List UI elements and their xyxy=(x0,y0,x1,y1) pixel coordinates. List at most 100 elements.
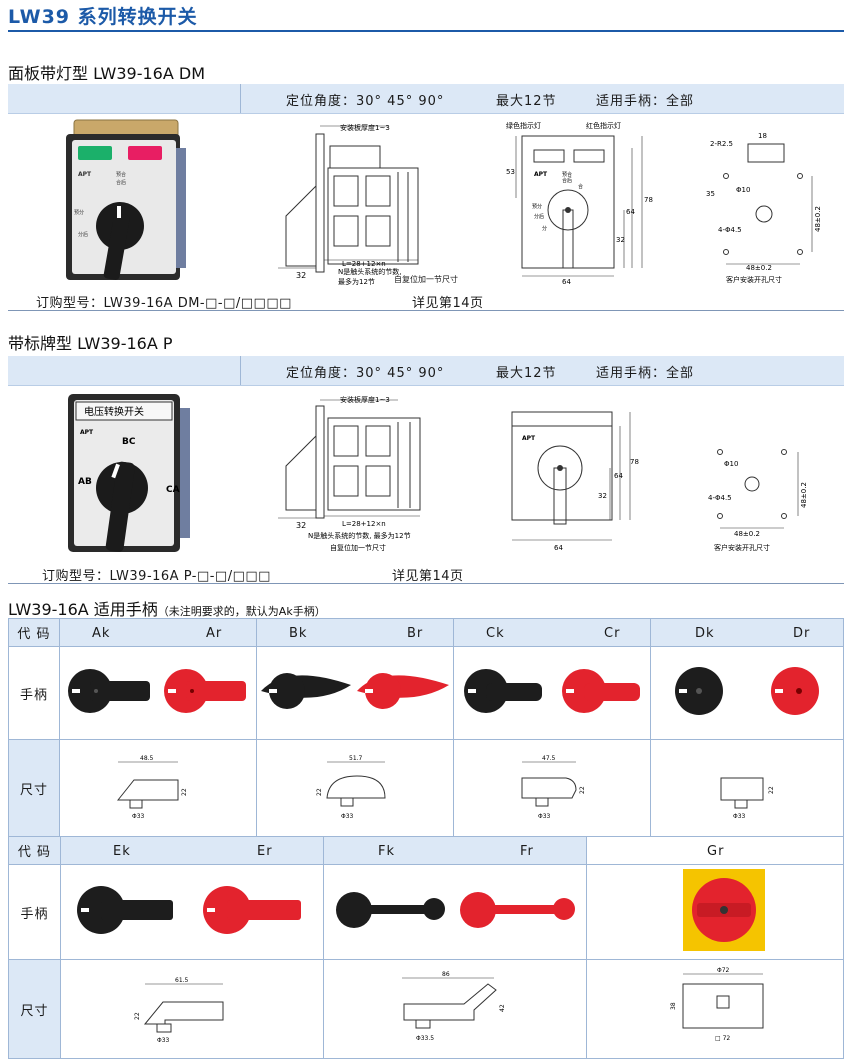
size-d-dia: Φ33 xyxy=(733,813,746,820)
section1-hole-phi10: Φ10 xyxy=(736,186,750,194)
size-d-drawing: 22 Φ33 xyxy=(720,777,775,820)
handle-cell-d xyxy=(650,646,844,740)
section2-hole-caption: 客户安装开孔尺寸 xyxy=(714,543,770,552)
section1-note2: 最多为12节 xyxy=(338,277,375,286)
section1-order-code: 订购型号：LW39-16A DM-□-□/□□□□ xyxy=(36,296,292,311)
code-ek: Ek xyxy=(113,844,131,859)
section2-photo-nameplate: 电压转换开关 xyxy=(84,405,144,418)
section2-hole-dim48h: 48±0.2 xyxy=(734,530,760,538)
size-e-drawing: 61.5 22 Φ33 xyxy=(134,977,224,1044)
section1-note1: N是触头系统的节数, xyxy=(338,267,401,276)
section2-product-photo: 电压转换开关 APT BC AB CA xyxy=(68,394,190,552)
section2-photo-bc: BC xyxy=(122,437,136,447)
size-f-drawing: 86 42 Φ33.5 xyxy=(402,971,506,1042)
section2-see-page: 详见第14页 xyxy=(392,569,464,584)
section1-hole-caption: 客户安装开孔尺寸 xyxy=(726,275,782,284)
table1-handle-label: 手柄 xyxy=(8,646,60,740)
section1-product-photo: APT 预合 合后 预分 分后 xyxy=(66,119,186,280)
handle-cell-b xyxy=(256,646,454,740)
title-rule xyxy=(8,30,844,32)
handle-cell-e xyxy=(60,864,324,960)
section2-order-code: 订购型号：LW39-16A P-□-□/□□□ xyxy=(42,569,271,584)
handle-cell-g xyxy=(586,864,844,960)
code-cr: Cr xyxy=(604,626,621,641)
section2-spec-angle: 定位角度：30° 45° 90° xyxy=(286,366,445,381)
handle-c-drawing xyxy=(464,669,640,713)
table2-group-gr: Gr xyxy=(586,836,844,865)
table1-size-label: 尺寸 xyxy=(8,739,60,837)
section1-spec-angle: 定位角度：30° 45° 90° xyxy=(286,94,445,109)
size-c-drawing: 47.5 22 Φ33 xyxy=(521,755,586,820)
table2-group-ek: Ek Er xyxy=(60,836,324,865)
section1-front-apt: APT xyxy=(534,171,548,178)
table1-code-label: 代 码 xyxy=(8,618,60,647)
section2-front-dim32: 32 xyxy=(598,492,607,500)
section2-photo-ca: CA xyxy=(166,485,180,495)
section1-hole-diagram: 2-R2.5 18 35 Φ10 4-Φ4.5 48±0.2 48±0.2 客户… xyxy=(706,132,822,284)
table1-group-dk: Dk Dr xyxy=(650,618,844,647)
section1-hole-dim48v: 48±0.2 xyxy=(814,206,822,232)
section2-front-diagram: APT 32 64 78 64 xyxy=(511,411,639,552)
section1-bottom-rule xyxy=(8,310,844,311)
section2-photo-ab: AB xyxy=(78,477,92,487)
size-b-height: 22 xyxy=(316,788,323,796)
code-bk: Bk xyxy=(289,626,308,641)
page-title: LW39 系列转换开关 xyxy=(8,6,198,28)
section1-red-lamp: 红色指示灯 xyxy=(586,121,621,130)
handle-a-drawing xyxy=(68,669,246,713)
size-e-dia: Φ33 xyxy=(157,1037,170,1044)
size-g-dia: Φ72 xyxy=(717,967,730,974)
table1-group-ak: Ak Ar xyxy=(59,618,257,647)
section1-photo-label-b: 合后 xyxy=(116,179,126,186)
section1-note3: 自复位加一节尺寸 xyxy=(394,275,458,284)
code-fr: Fr xyxy=(520,844,534,859)
section2-front-dim64v: 64 xyxy=(614,472,623,480)
section2-spec-max: 最大12节 xyxy=(496,366,557,381)
section1-hole-dim48h: 48±0.2 xyxy=(746,264,772,272)
size-b-dia: Φ33 xyxy=(341,813,354,820)
section1-formula: L=28+12×n xyxy=(342,260,386,268)
section1-front-dim32: 32 xyxy=(616,236,625,244)
code-ck: Ck xyxy=(486,626,505,641)
section2-bottom-rule xyxy=(8,583,844,584)
section1-green-lamp: 绿色指示灯 xyxy=(506,121,541,130)
section1-hole-holes: 4-Φ4.5 xyxy=(718,226,742,234)
section1-photo-label-c: 预分 xyxy=(74,209,84,216)
section1-spec-handle: 适用手柄：全部 xyxy=(596,94,695,109)
section1-front-dim78: 78 xyxy=(644,196,653,204)
section1-see-page: 详见第14页 xyxy=(412,296,484,311)
section2-plate-thickness: 安装板厚度1~3 xyxy=(340,395,390,404)
size-g-drawing: Φ72 38 □ 72 xyxy=(670,967,764,1042)
size-cell-g: Φ72 38 □ 72 xyxy=(586,959,844,1059)
handle-cell-a xyxy=(59,646,257,740)
section1-hole-dim18: 18 xyxy=(758,132,767,140)
code-gr: Gr xyxy=(707,844,725,859)
size-cell-a: 48.5 22 Φ33 xyxy=(59,739,257,837)
section1-side-diagram: 安装板厚度1~3 32 L=28+12×n N是触头系统的节数, 最多为12节 xyxy=(278,123,419,286)
code-fk: Fk xyxy=(378,844,396,859)
table2-group-fk: Fk Fr xyxy=(323,836,587,865)
section3-title-text: LW39-16A 适用手柄 xyxy=(8,600,158,619)
section2-hole-holes: 4-Φ4.5 xyxy=(708,494,732,502)
handle-g-drawing xyxy=(683,869,765,951)
section1-front-pos-0: 预合 xyxy=(562,171,572,178)
section1-front-pos-1: 合后 xyxy=(562,177,572,184)
table2-code-label: 代 码 xyxy=(8,836,61,865)
section2-front-dim64h: 64 xyxy=(554,544,563,552)
section2-specbar: 定位角度：30° 45° 90° 最大12节 适用手柄：全部 xyxy=(8,356,844,386)
section1-specbar: 定位角度：30° 45° 90° 最大12节 适用手柄：全部 xyxy=(8,84,844,114)
table2-handle-label: 手柄 xyxy=(8,864,61,960)
code-ar: Ar xyxy=(206,626,223,641)
section1-hole-dim35: 35 xyxy=(706,190,715,198)
code-er: Er xyxy=(257,844,273,859)
size-c-width: 47.5 xyxy=(542,755,556,762)
size-b-width: 51.7 xyxy=(349,755,363,762)
code-dk: Dk xyxy=(695,626,715,641)
table1-group-bk: Bk Br xyxy=(256,618,454,647)
section2-hole-diagram: Φ10 4-Φ4.5 48±0.2 48±0.2 客户安装开孔尺寸 xyxy=(708,449,808,552)
table2-size-label: 尺寸 xyxy=(8,959,61,1059)
section1-front-diagram: 绿色指示灯 红色指示灯 APT 预合 合后 合 预分 分后 分 53 32 64… xyxy=(506,121,653,286)
handle-f-drawing xyxy=(336,892,575,928)
size-g-height: 38 xyxy=(670,1002,677,1010)
size-a-dia: Φ33 xyxy=(132,813,145,820)
